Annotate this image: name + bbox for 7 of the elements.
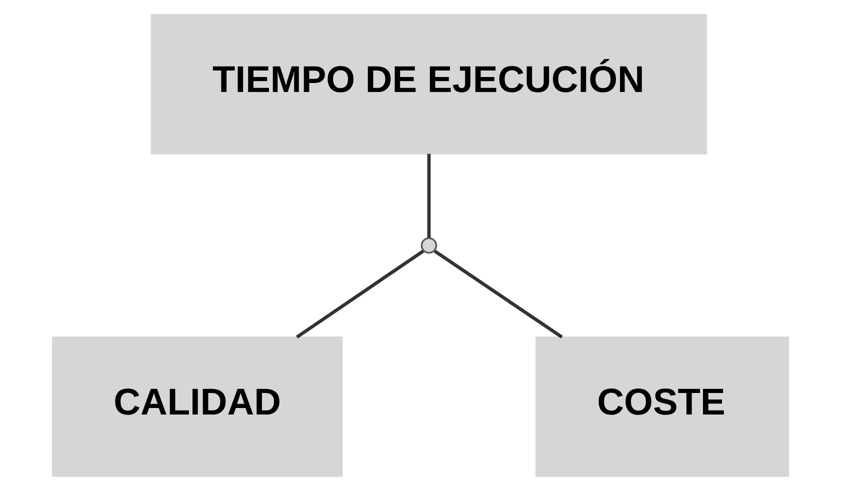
connector (434, 250, 563, 339)
connector (427, 154, 431, 238)
connector (296, 250, 424, 339)
node-box: COSTE (535, 336, 790, 477)
node-box: TIEMPO DE EJECUCIÓN (150, 14, 708, 154)
node-point (420, 237, 438, 254)
node-box: CALIDAD (52, 336, 343, 477)
